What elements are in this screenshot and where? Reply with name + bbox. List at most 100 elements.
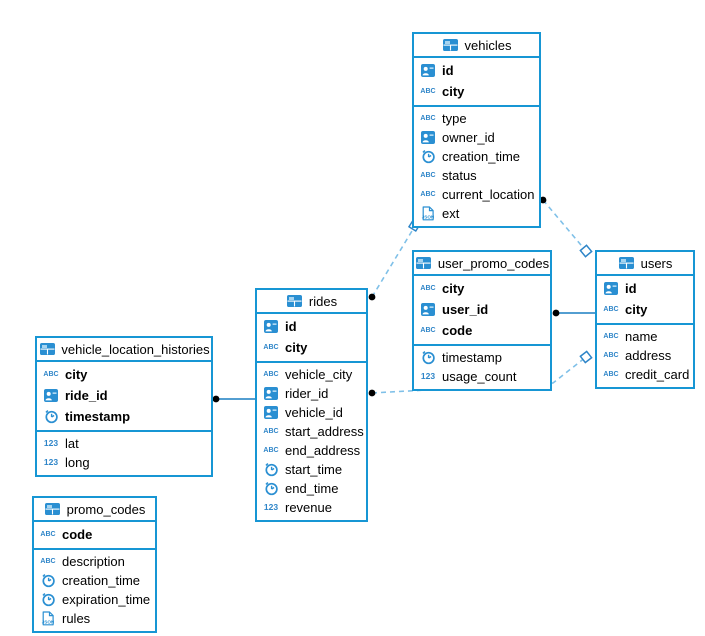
column-row-id[interactable]: id [414, 60, 539, 81]
column-row-usage_count[interactable]: 123 usage_count [414, 367, 550, 386]
column-name: usage_count [442, 369, 517, 384]
relation-square-marker [579, 244, 593, 258]
column-row-id[interactable]: id [597, 278, 693, 299]
column-name: current_location [442, 187, 535, 202]
column-name: start_time [285, 462, 343, 477]
connection-vehicles-users[interactable] [539, 196, 593, 258]
column-name: city [625, 302, 648, 317]
text-icon: ABC [40, 531, 56, 538]
column-row-vehicle_id[interactable]: vehicle_id [257, 403, 366, 422]
column-name: city [65, 367, 88, 382]
table-title: promo_codes [66, 501, 146, 517]
connection-vehicle_location_histories-rides[interactable] [212, 395, 257, 403]
column-name: description [62, 554, 125, 569]
timestamp-icon [264, 463, 278, 477]
text-icon: ABC [420, 172, 436, 179]
json-icon: JSON [422, 206, 435, 221]
column-row-creation_time[interactable]: creation_time [414, 147, 539, 166]
column-row-id[interactable]: id [257, 316, 366, 337]
connection-rides-users[interactable] [368, 350, 593, 397]
connection-user_promo_codes-users[interactable] [552, 309, 597, 317]
column-name: ride_id [65, 388, 108, 403]
uuid-icon [421, 131, 435, 144]
table-icon [415, 257, 433, 269]
relation-dot-marker [212, 395, 220, 403]
column-row-owner_id[interactable]: owner_id [414, 128, 539, 147]
column-name: city [285, 340, 308, 355]
text-icon: ABC [420, 191, 436, 198]
text-icon: ABC [43, 371, 59, 378]
uuid-icon [264, 320, 278, 333]
column-name: city [442, 281, 465, 296]
svg-text:JSON: JSON [422, 215, 435, 220]
column-name: type [442, 111, 467, 126]
table-icon [44, 503, 62, 515]
uuid-icon [421, 64, 435, 77]
table-title: vehicles [464, 37, 512, 53]
table-icon [416, 257, 432, 269]
table-header[interactable]: users [597, 252, 693, 276]
columns-section: timestamp 123 usage_count [414, 346, 550, 389]
table-header[interactable]: vehicle_location_histories [37, 338, 211, 362]
column-row-timestamp[interactable]: timestamp [414, 348, 550, 367]
uuid-icon [264, 406, 278, 419]
column-name: vehicle_city [285, 367, 353, 382]
table-header[interactable]: user_promo_codes [414, 252, 550, 276]
column-name: owner_id [442, 130, 495, 145]
column-row-rider_id[interactable]: rider_id [257, 384, 366, 403]
number-icon: 123 [420, 371, 436, 382]
table-header[interactable]: promo_codes [34, 498, 155, 522]
column-row-current_location[interactable]: ABC current_location [414, 185, 539, 204]
column-row-expiration_time[interactable]: expiration_time [34, 590, 155, 609]
column-row-start_time[interactable]: start_time [257, 460, 366, 479]
table-title: user_promo_codes [437, 255, 550, 271]
column-row-city[interactable]: ABC city [414, 278, 550, 299]
column-row-end_time[interactable]: end_time [257, 479, 366, 498]
column-row-ride_id[interactable]: ride_id [37, 385, 211, 406]
column-row-timestamp[interactable]: timestamp [37, 406, 211, 427]
column-row-city[interactable]: ABC city [37, 364, 211, 385]
table-header[interactable]: vehicles [414, 34, 539, 58]
column-name: user_id [442, 302, 489, 317]
relation-dot-marker [368, 389, 376, 397]
timestamp-icon [41, 574, 55, 588]
column-row-creation_time[interactable]: creation_time [34, 571, 155, 590]
relation-dot-marker [539, 196, 547, 204]
table-icon [38, 343, 56, 355]
text-icon: ABC [420, 285, 436, 292]
table-header[interactable]: rides [257, 290, 366, 314]
column-row-user_id[interactable]: user_id [414, 299, 550, 320]
text-icon: ABC [603, 352, 619, 359]
relation-dot-marker [368, 293, 376, 301]
timestamp-icon [421, 351, 435, 365]
table-vehicle-location-histories[interactable]: vehicle_location_histories ABC city ride_i… [35, 336, 213, 477]
